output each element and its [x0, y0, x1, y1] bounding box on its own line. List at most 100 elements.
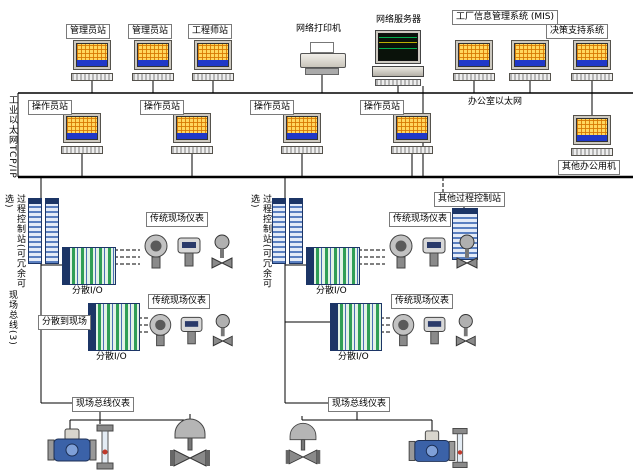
keyboard — [171, 146, 213, 154]
computer-icon-operator-2 — [170, 113, 214, 154]
controller-rack-icon-left — [28, 198, 59, 264]
label-to-field: 分散到现场 — [38, 315, 92, 330]
screen — [176, 116, 208, 140]
screen — [458, 43, 490, 67]
monitor — [134, 40, 172, 70]
label-engineer-station: 工程师站 — [188, 24, 233, 39]
keyboard — [391, 146, 433, 154]
label-distributed-io-4: 分散I/O — [338, 352, 369, 362]
monitor — [511, 40, 549, 70]
monitor — [194, 40, 232, 70]
rack-unit — [28, 198, 42, 264]
label-distributed-io-3: 分散I/O — [96, 352, 127, 362]
server-base — [372, 66, 424, 77]
label-industrial-ethernet: 工业以太网TCP/IP — [7, 95, 17, 179]
label-process-station-right: 过程控制站(可冗余可选) — [249, 194, 271, 289]
monitor — [393, 113, 431, 143]
transmitter-icons-group-1 — [140, 226, 240, 281]
screen — [76, 43, 108, 67]
computer-icon-mis-2 — [508, 40, 552, 81]
keyboard — [571, 73, 613, 81]
screen — [396, 116, 428, 140]
transmitter-icons-group-2 — [385, 226, 485, 281]
label-process-station-left: 过程控制站(可冗余可选) — [3, 194, 25, 289]
computer-icon-admin-1 — [70, 40, 114, 81]
rack-unit — [289, 198, 303, 264]
computer-icon-admin-2 — [131, 40, 175, 81]
io-rack-icon-1 — [62, 247, 116, 285]
keyboard — [375, 79, 421, 86]
keyboard — [61, 146, 103, 154]
printer-body — [300, 53, 346, 68]
control-valve-icon-1 — [168, 414, 212, 472]
label-distributed-io-1: 分散I/O — [72, 286, 103, 296]
rotameter-icon-2 — [452, 426, 468, 470]
monitor — [375, 30, 421, 64]
screen — [137, 43, 169, 67]
label-fieldbus: 现场总线(3) — [7, 290, 17, 346]
computer-icon-engineer — [191, 40, 235, 81]
printer-paper — [310, 42, 334, 53]
label-operator-station-3: 操作员站 — [250, 100, 295, 115]
screen — [514, 43, 546, 67]
rack-unit — [45, 198, 59, 264]
io-rack-icon-3 — [88, 303, 140, 351]
screen — [378, 33, 418, 61]
screen — [286, 116, 318, 140]
computer-icon-other-office — [570, 115, 614, 156]
label-traditional-instruments-4: 传统现场仪表 — [391, 294, 454, 309]
label-network-printer: 网络打印机 — [296, 24, 342, 34]
screen — [66, 116, 98, 140]
computer-icon-mis-1 — [452, 40, 496, 81]
keyboard — [132, 73, 174, 81]
transmitter-icons-group-4 — [388, 306, 483, 358]
label-distributed-io-2: 分散I/O — [316, 286, 347, 296]
label-other-process-station: 其他过程控制站 — [434, 192, 506, 207]
flowmeter-icon-1 — [47, 428, 97, 470]
screen — [197, 43, 229, 67]
label-traditional-instruments-2: 传统现场仪表 — [389, 212, 452, 227]
label-other-office-computer: 其他办公用机 — [558, 160, 621, 175]
label-mis-system: 工厂信息管理系统 (MIS) — [452, 10, 559, 25]
label-decision-support: 决策支持系统 — [546, 24, 609, 39]
monitor — [573, 115, 611, 145]
transmitter-icons-group-3 — [145, 306, 240, 358]
label-office-ethernet: 办公室以太网 — [468, 97, 523, 107]
monitor — [173, 113, 211, 143]
monitor — [455, 40, 493, 70]
label-fieldbus-instruments-2: 现场总线仪表 — [328, 397, 391, 412]
label-operator-station-1: 操作员站 — [28, 100, 73, 115]
keyboard — [192, 73, 234, 81]
control-valve-icon-2 — [284, 416, 322, 472]
rotameter-icon-1 — [96, 424, 114, 470]
screen — [576, 43, 608, 67]
io-rack-icon-4 — [330, 303, 382, 351]
computer-icon-operator-3 — [280, 113, 324, 154]
keyboard — [509, 73, 551, 81]
label-network-server: 网络服务器 — [376, 15, 422, 25]
io-rack-icon-2 — [306, 247, 360, 285]
monitor — [73, 40, 111, 70]
printer-icon — [300, 42, 346, 75]
printer-tray — [305, 68, 339, 75]
rack-unit — [272, 198, 286, 264]
label-admin-station-1: 管理员站 — [66, 24, 111, 39]
flowmeter-icon-2 — [408, 430, 456, 470]
label-operator-station-2: 操作员站 — [140, 100, 185, 115]
computer-icon-dss — [570, 40, 614, 81]
label-operator-station-4: 操作员站 — [360, 100, 405, 115]
monitor — [573, 40, 611, 70]
label-fieldbus-instruments-1: 现场总线仪表 — [72, 397, 135, 412]
monitor — [63, 113, 101, 143]
keyboard — [571, 148, 613, 156]
computer-icon-operator-1 — [60, 113, 104, 154]
label-traditional-instruments-1: 传统现场仪表 — [146, 212, 209, 227]
keyboard — [71, 73, 113, 81]
keyboard — [281, 146, 323, 154]
label-admin-station-2: 管理员站 — [128, 24, 173, 39]
screen — [576, 118, 608, 142]
keyboard — [453, 73, 495, 81]
label-traditional-instruments-3: 传统现场仪表 — [148, 294, 211, 309]
computer-icon-operator-4 — [390, 113, 434, 154]
